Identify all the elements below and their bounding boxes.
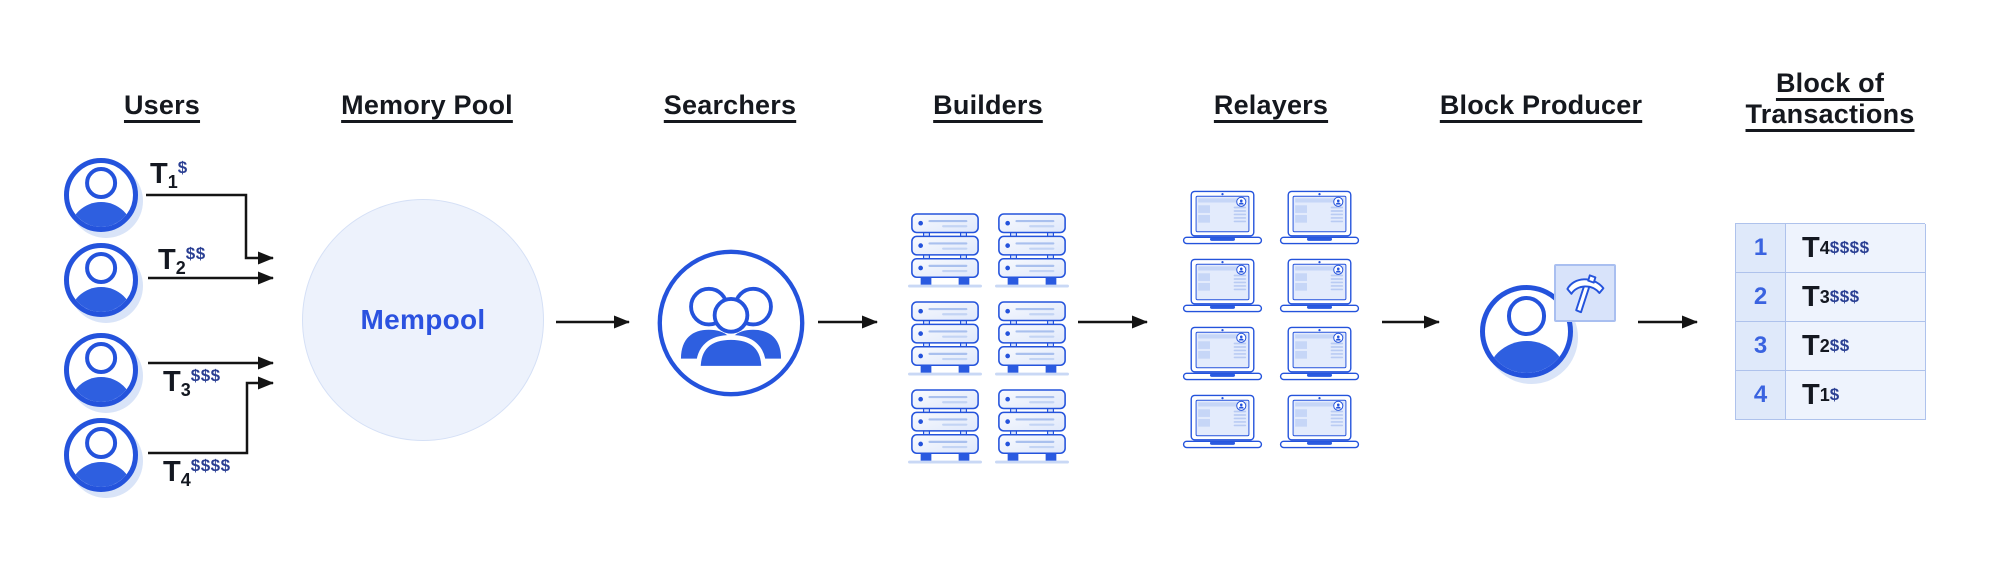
avatar-head <box>85 166 117 199</box>
user-avatar-icon <box>64 333 143 413</box>
people-group-icon <box>657 249 805 397</box>
laptop-icon <box>1180 326 1265 383</box>
laptop-icon <box>1277 258 1362 315</box>
users-header: Users <box>123 90 201 120</box>
server-rack-icon <box>908 212 982 288</box>
laptop-icon <box>1180 258 1265 315</box>
laptop-icon <box>1277 326 1362 383</box>
laptop-icon <box>1277 190 1362 247</box>
user-avatar-icon <box>64 243 143 323</box>
laptop-icon <box>1180 394 1265 451</box>
builders-server-grid <box>908 212 1069 464</box>
searchers-header: Searchers <box>663 90 797 120</box>
mempool-circle: Mempool <box>302 199 544 441</box>
tx-fee: $ <box>177 158 188 177</box>
pickaxe-icon <box>1566 274 1605 314</box>
block-producer-header: Block Producer <box>1439 90 1643 120</box>
block-position-cell: 4 <box>1736 371 1786 420</box>
server-rack-icon <box>995 300 1069 376</box>
server-rack-icon <box>995 212 1069 288</box>
laptop-icon <box>1180 190 1265 247</box>
block-position-cell: 3 <box>1736 322 1786 371</box>
transaction-label-t1: T1$ <box>150 158 188 193</box>
block-position-cell: 1 <box>1736 224 1786 273</box>
relayers-header: Relayers <box>1213 90 1329 120</box>
transaction-label-t2: T2$$ <box>158 244 206 278</box>
builders-header: Builders <box>933 90 1043 120</box>
server-rack-icon <box>908 300 982 376</box>
server-rack-icon <box>908 388 982 464</box>
pickaxe-badge <box>1554 264 1616 322</box>
server-rack-icon <box>995 388 1069 464</box>
memory-pool-header: Memory Pool <box>341 90 513 120</box>
transaction-label-t3: T3$$$ <box>163 366 221 400</box>
block-position-cell: 2 <box>1736 273 1786 322</box>
laptop-icon <box>1277 394 1362 451</box>
user-avatar-icon <box>64 418 143 498</box>
tx-symbol: T <box>150 158 168 190</box>
transaction-label-t4: T4$$$$ <box>163 456 231 490</box>
tx-index: 1 <box>167 172 178 192</box>
relayers-laptop-grid <box>1180 190 1362 451</box>
block-of-transactions-header: Block of Transactions <box>1745 68 1915 129</box>
mempool-label: Mempool <box>360 304 486 335</box>
user-avatar-icon <box>64 158 143 238</box>
